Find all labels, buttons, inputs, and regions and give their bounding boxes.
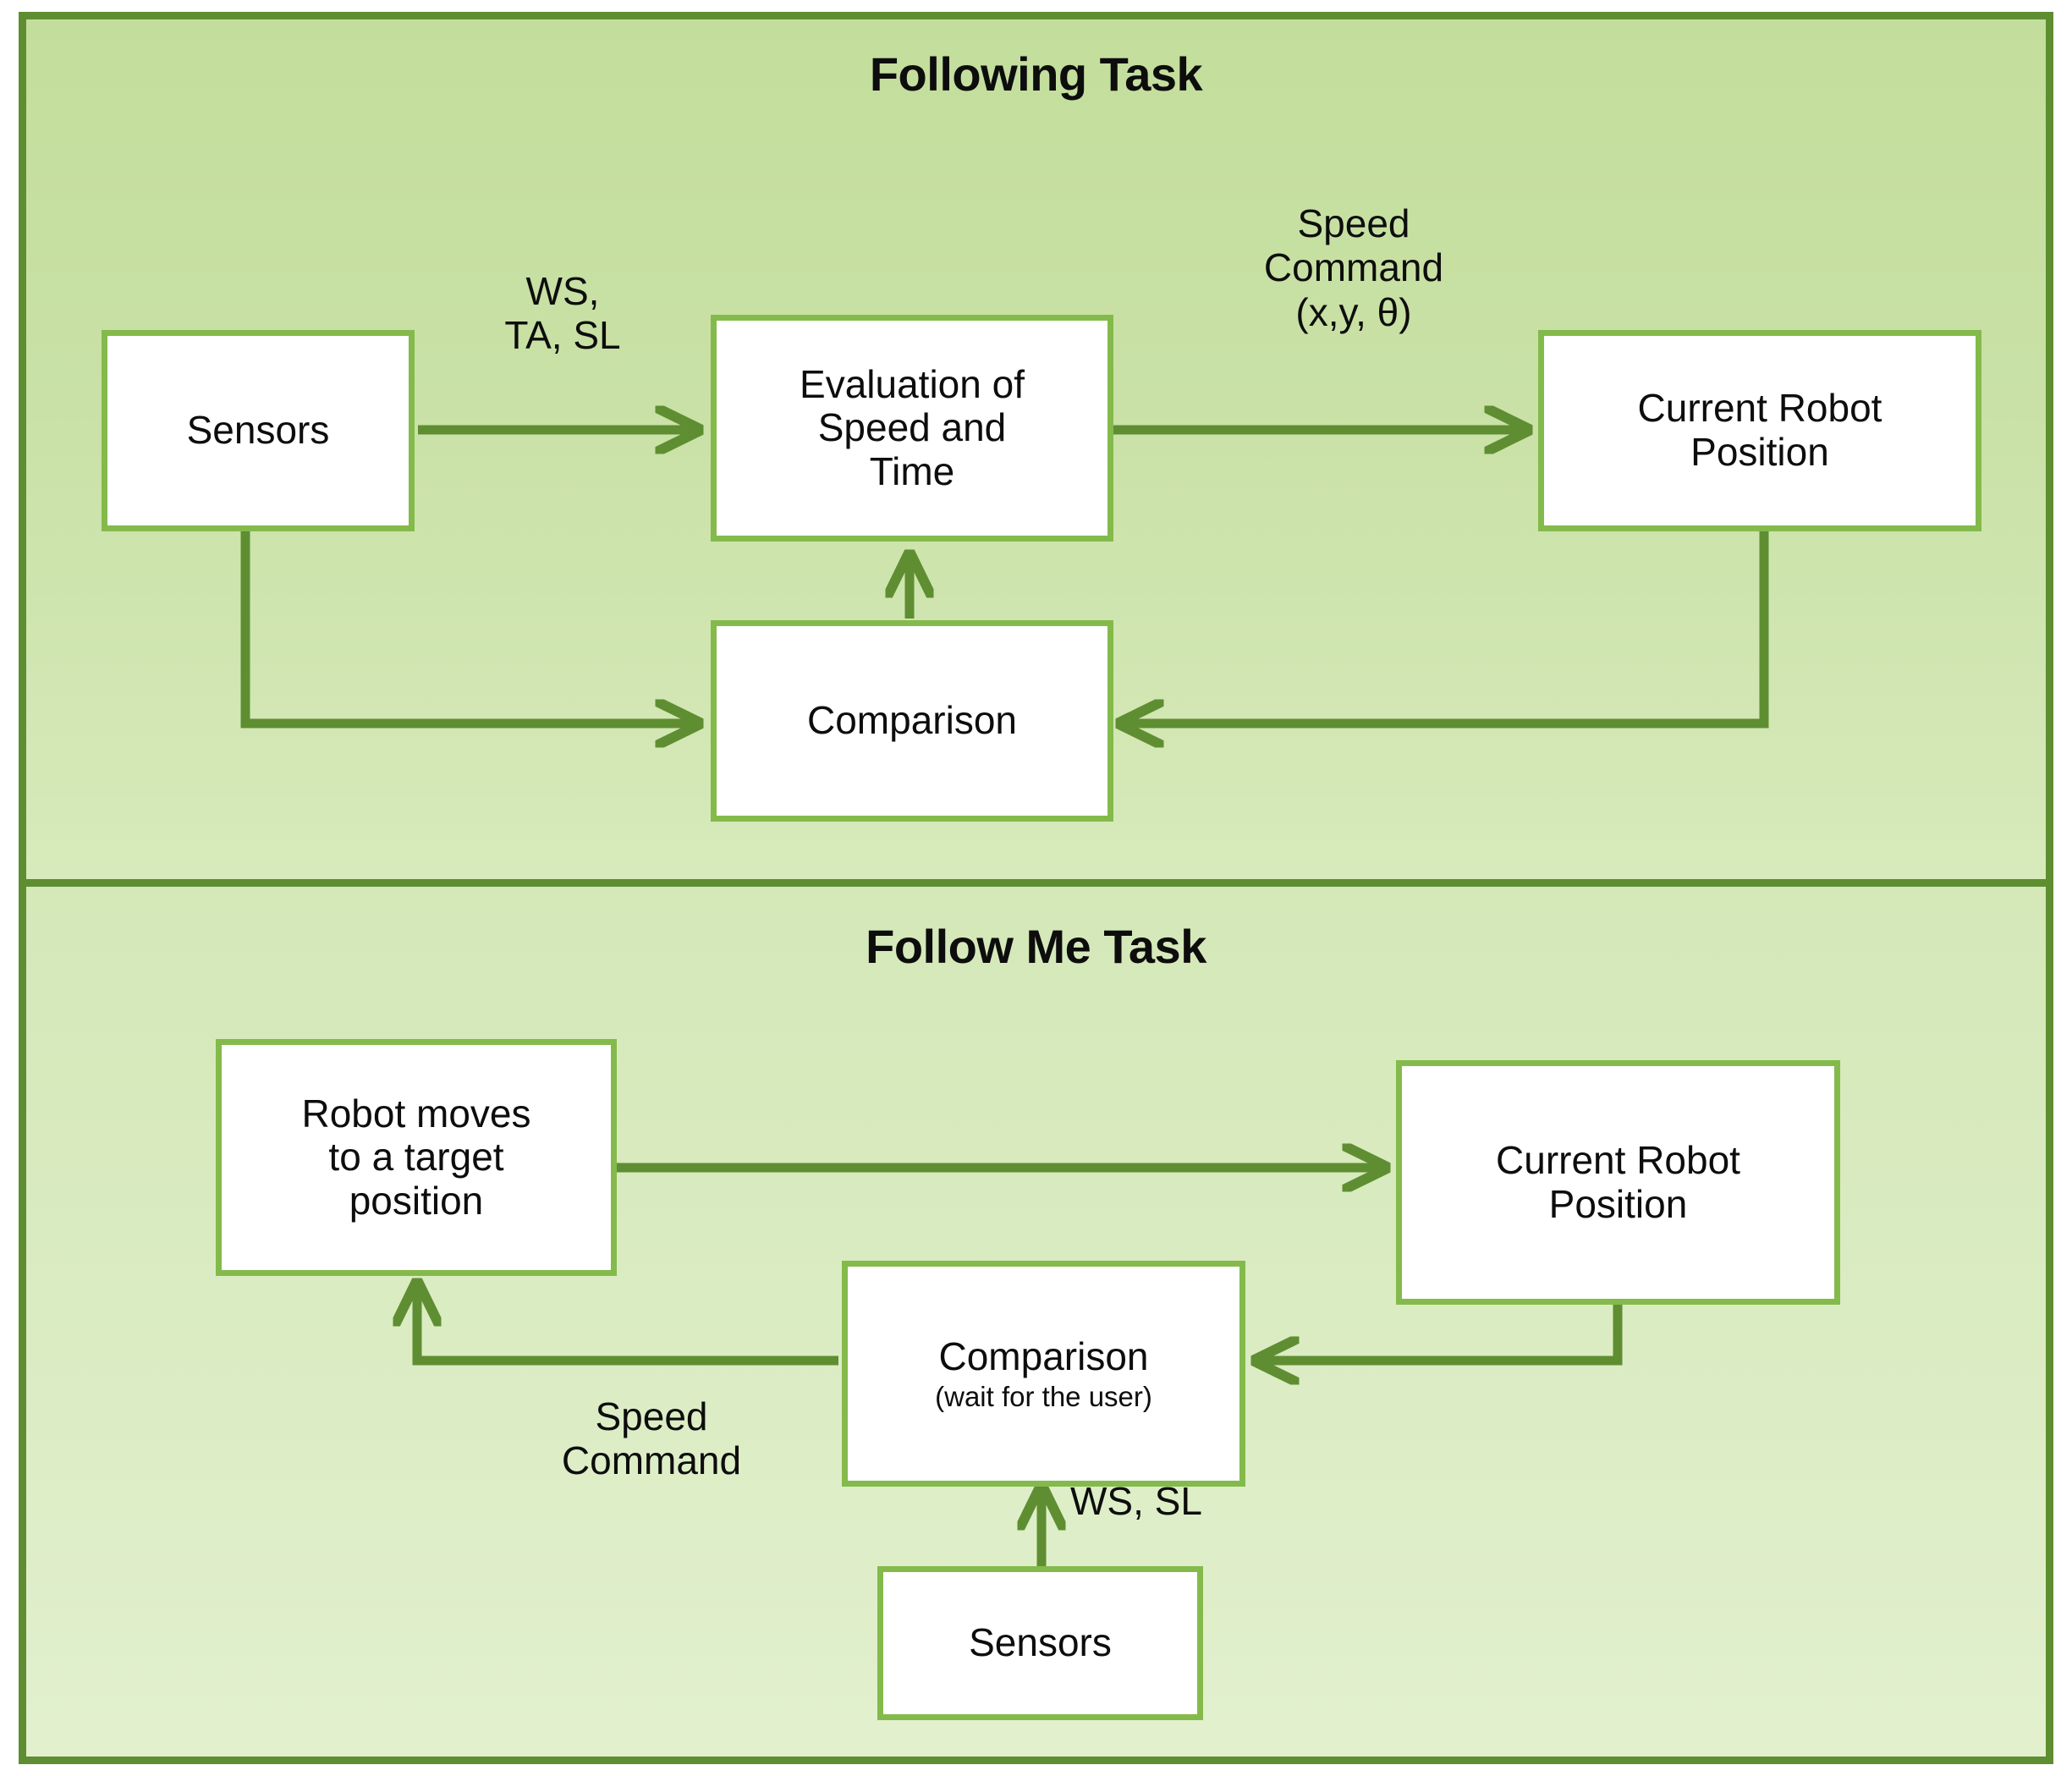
- node-label: Comparison: [807, 698, 1017, 743]
- node-robot-moves-to-target-position[interactable]: Robot moves to a target position: [216, 1039, 617, 1276]
- node-label: Comparison: [938, 1334, 1149, 1379]
- edge-label-speed-command: Speed Command: [561, 1394, 742, 1483]
- panel-title-follow-me-task: Follow Me Task: [866, 920, 1206, 973]
- node-sensors-bottom[interactable]: Sensors: [877, 1566, 1203, 1720]
- node-label: Robot moves to a target position: [301, 1091, 531, 1223]
- node-label: Current Robot Position: [1637, 386, 1882, 474]
- node-comparison-top[interactable]: Comparison: [711, 620, 1113, 822]
- node-evaluation-of-speed-and-time[interactable]: Evaluation of Speed and Time: [711, 315, 1113, 542]
- panel-title-following-task: Following Task: [869, 47, 1203, 101]
- edge-label-speed-command-xytheta: Speed Command (x,y, θ): [1263, 201, 1444, 334]
- node-label: Evaluation of Speed and Time: [800, 361, 1025, 493]
- node-label: Sensors: [186, 408, 330, 453]
- node-sublabel: (wait for the user): [935, 1380, 1152, 1412]
- node-current-robot-position-top[interactable]: Current Robot Position: [1538, 330, 1981, 531]
- node-current-robot-position-bottom[interactable]: Current Robot Position: [1396, 1060, 1840, 1305]
- node-sensors-top[interactable]: Sensors: [102, 330, 415, 531]
- node-label: Current Robot Position: [1496, 1137, 1740, 1226]
- node-label: Sensors: [969, 1620, 1112, 1665]
- node-comparison-bottom[interactable]: Comparison (wait for the user): [842, 1261, 1245, 1487]
- edge-label-ws-ta-sl: WS, TA, SL: [504, 269, 621, 358]
- edge-label-ws-sl: WS, SL: [1070, 1479, 1202, 1523]
